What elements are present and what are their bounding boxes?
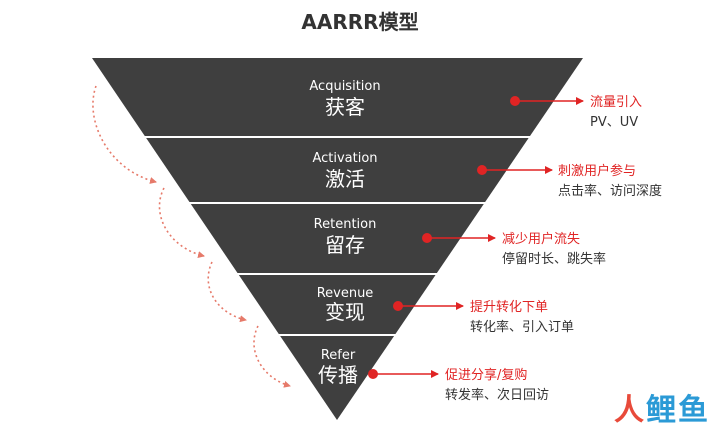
level-chinese-label: 变现 (325, 300, 365, 324)
flow-curve-arrow (92, 85, 157, 184)
level-english-label: Acquisition (309, 79, 380, 94)
level-action-label: 减少用户流失 (502, 231, 580, 247)
page-title: AARRR模型 (301, 10, 419, 34)
level-metrics-label: 点击率、访问深度 (558, 183, 662, 199)
level-action-label: 促进分享/复购 (445, 367, 527, 383)
watermark-part-1: 人 (614, 393, 646, 428)
level-metrics-label: 转化率、引入订单 (470, 319, 574, 335)
level-english-label: Refer (321, 348, 356, 363)
level-chinese-label: 留存 (325, 233, 365, 257)
level-action-label: 刺激用户参与 (558, 163, 636, 179)
brand-watermark: 人鲤鱼 (614, 385, 710, 429)
level-metrics-label: 转发率、次日回访 (445, 387, 549, 403)
level-english-label: Activation (312, 151, 377, 166)
watermark-part-2: 鲤鱼 (646, 393, 710, 428)
funnel-shape (92, 58, 583, 420)
level-metrics-label: PV、UV (590, 115, 638, 130)
level-action-label: 提升转化下单 (470, 299, 548, 315)
level-english-label: Retention (314, 217, 377, 232)
level-chinese-label: 获客 (325, 95, 365, 119)
level-metrics-label: 停留时长、跳失率 (502, 251, 606, 267)
level-chinese-label: 激活 (325, 167, 365, 191)
level-action-label: 流量引入 (590, 95, 642, 110)
level-chinese-label: 传播 (318, 363, 358, 387)
level-english-label: Revenue (317, 286, 374, 301)
